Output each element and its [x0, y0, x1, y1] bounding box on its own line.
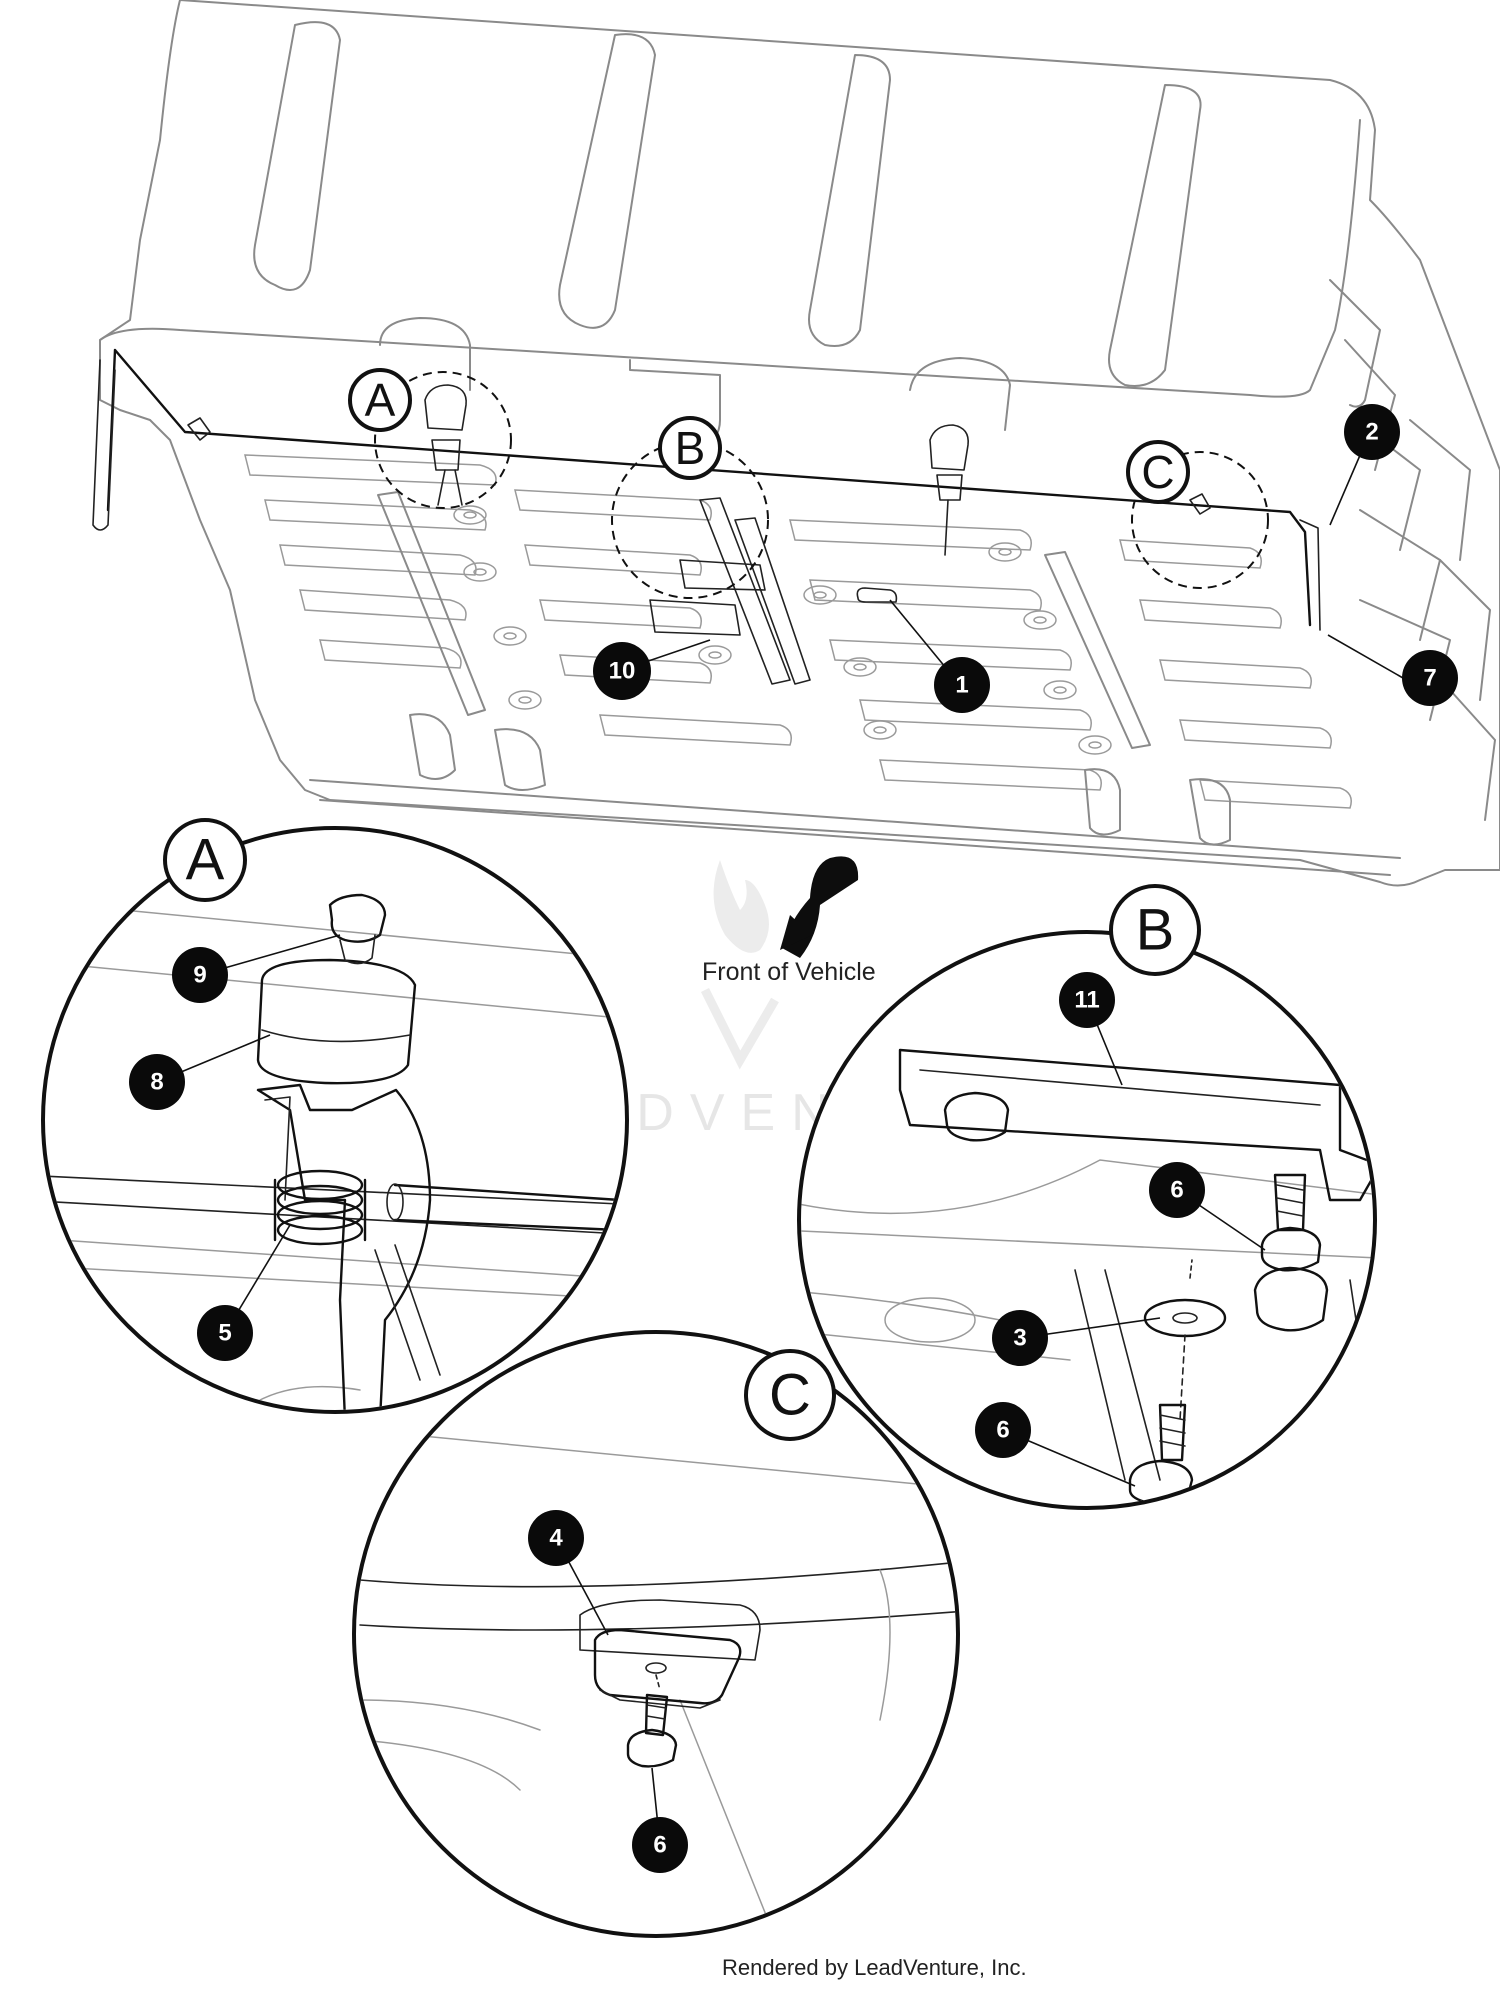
callout-7: 7 [1402, 650, 1458, 706]
callout-6-detail-b-lower: 6 [975, 1402, 1031, 1458]
detail-a-marker [374, 371, 512, 509]
cargo-bed-assembly [92, 0, 1500, 887]
detail-letter-b: B [1109, 884, 1201, 976]
svg-text:3: 3 [1013, 1325, 1026, 1352]
svg-text:6: 6 [653, 1832, 666, 1859]
svg-text:C: C [1141, 446, 1174, 498]
detail-letter-c: C [744, 1349, 836, 1441]
detail-c: C [352, 1330, 960, 1938]
detail-b: B [797, 884, 1377, 1510]
detail-c-marker [1131, 451, 1269, 589]
callout-2: 2 [1344, 404, 1400, 460]
svg-text:8: 8 [150, 1069, 163, 1096]
front-of-vehicle-label: Front of Vehicle [702, 958, 876, 986]
svg-text:10: 10 [609, 658, 636, 685]
svg-text:2: 2 [1365, 419, 1378, 446]
main-detail-letter-b: B [658, 416, 722, 480]
main-detail-letter-a: A [348, 368, 412, 432]
svg-text:C: C [769, 1363, 811, 1428]
svg-text:6: 6 [996, 1417, 1009, 1444]
main-detail-letter-c: C [1126, 440, 1190, 504]
svg-text:4: 4 [549, 1525, 563, 1552]
callout-6-detail-b-upper: 6 [1149, 1162, 1205, 1218]
svg-text:B: B [1136, 898, 1175, 963]
front-of-vehicle-indicator: Front of Vehicle [702, 856, 876, 986]
callout-11: 11 [1059, 972, 1115, 1028]
svg-text:11: 11 [1074, 987, 1099, 1014]
detail-a: A [41, 818, 629, 1414]
svg-text:A: A [365, 374, 396, 426]
svg-text:6: 6 [1170, 1177, 1183, 1204]
svg-text:1: 1 [955, 672, 968, 699]
callout-6-detail-c: 6 [632, 1817, 688, 1873]
credit-text: Rendered by LeadVenture, Inc. [722, 1955, 1027, 1980]
callout-5: 5 [197, 1305, 253, 1361]
svg-text:B: B [675, 422, 706, 474]
callout-8: 8 [129, 1054, 185, 1110]
callout-1: 1 [934, 657, 990, 713]
svg-text:9: 9 [193, 962, 206, 989]
callout-10: 10 [593, 642, 651, 700]
svg-text:5: 5 [218, 1320, 231, 1347]
callout-3: 3 [992, 1310, 1048, 1366]
detail-letter-a: A [163, 818, 247, 902]
callout-4: 4 [528, 1510, 584, 1566]
svg-text:A: A [186, 828, 225, 893]
callout-9: 9 [172, 947, 228, 1003]
svg-text:7: 7 [1423, 665, 1436, 692]
